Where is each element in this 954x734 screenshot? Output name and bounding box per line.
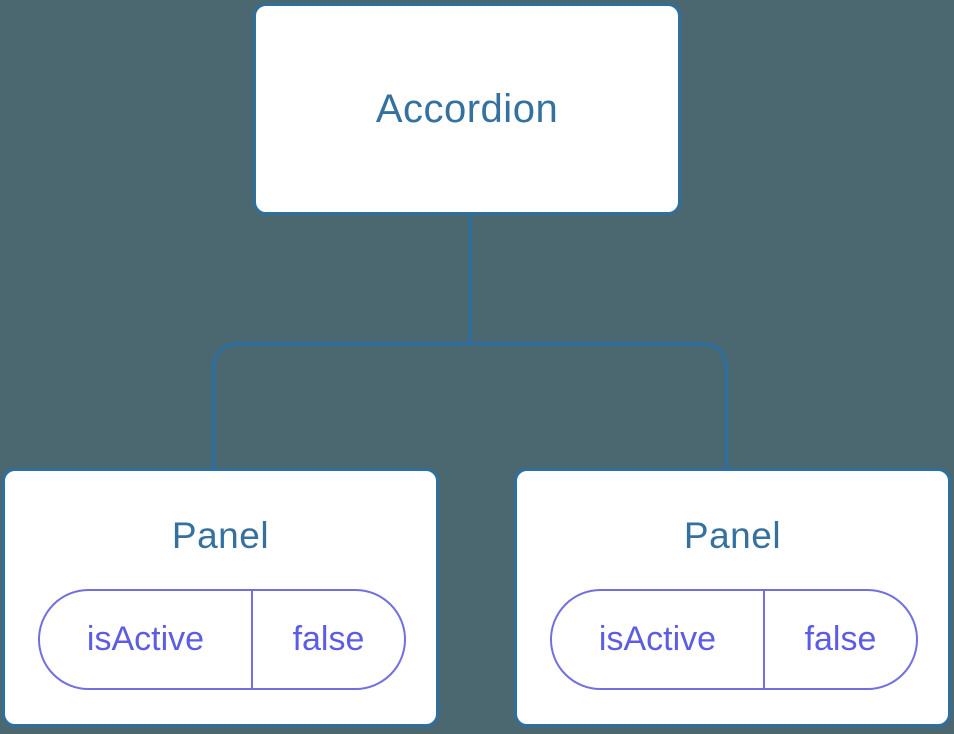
panel-1-state-key: isActive bbox=[40, 591, 253, 688]
panel-1-label: Panel bbox=[171, 515, 270, 556]
panel-2-state-key: isActive bbox=[552, 591, 765, 688]
node-accordion: Accordion bbox=[253, 3, 681, 215]
node-panel-1: Panel isActive false bbox=[2, 468, 439, 727]
accordion-label: Accordion bbox=[375, 86, 559, 131]
panel-2-label: Panel bbox=[683, 515, 782, 556]
panel-2-state-value: false bbox=[804, 620, 877, 658]
panel-1-state-pill: isActive false bbox=[38, 589, 406, 690]
connector-branch bbox=[211, 341, 729, 470]
node-panel-2: Panel isActive false bbox=[514, 468, 951, 727]
panel-1-state-value: false bbox=[292, 620, 365, 658]
panel-2-state-pill: isActive false bbox=[550, 589, 918, 690]
